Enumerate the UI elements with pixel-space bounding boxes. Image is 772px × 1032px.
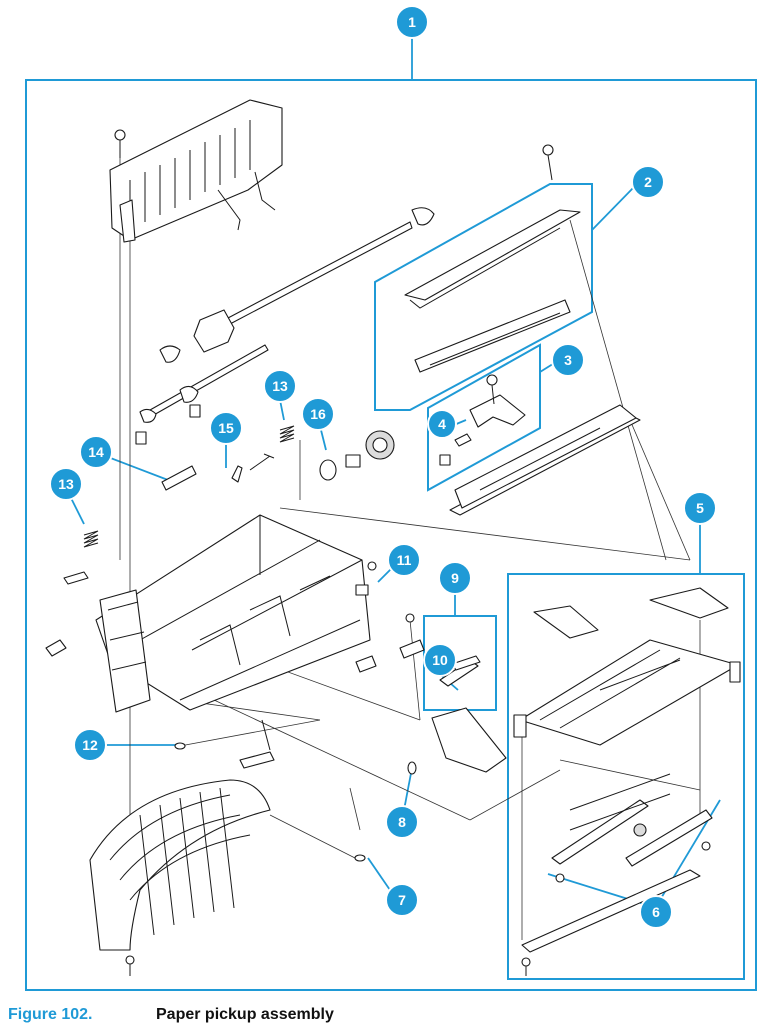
part-3-bracket [439, 374, 526, 466]
callout-6: 6 [639, 895, 673, 929]
leader-8 [403, 767, 413, 811]
part-2-group-outline [374, 183, 593, 411]
part-2-plates [404, 144, 581, 373]
figure-label: Figure 102. [8, 1006, 93, 1023]
callout-8: 8 [385, 805, 419, 839]
svg-text:12: 12 [82, 737, 98, 753]
callout-11: 11 [387, 543, 421, 577]
svg-text:11: 11 [397, 552, 412, 568]
svg-text:13: 13 [272, 378, 288, 394]
callout-1: 1 [395, 5, 429, 39]
part-5-group-outline [507, 573, 745, 980]
callout-13b: 13 [49, 467, 83, 501]
small-parts [174, 655, 507, 862]
callout-5: 5 [683, 491, 717, 525]
roller-shaft [135, 344, 269, 445]
pickup-shaft [159, 207, 435, 363]
svg-text:7: 7 [398, 892, 406, 908]
callout-10: 10 [423, 643, 457, 677]
callout-9: 9 [438, 561, 472, 595]
callout-13a: 13 [263, 369, 297, 403]
assembly-frame [25, 79, 757, 991]
leader-2 [591, 184, 637, 231]
callout-12: 12 [73, 728, 107, 762]
part-5-tray-assembly [513, 587, 741, 976]
svg-text:15: 15 [218, 420, 234, 436]
leader-13b [69, 495, 85, 525]
svg-text:3: 3 [564, 352, 572, 368]
svg-text:1: 1 [408, 14, 416, 30]
callout-7: 7 [385, 883, 419, 917]
svg-text:6: 6 [652, 904, 660, 920]
gears-and-springs [83, 425, 395, 548]
lower-guide-bar [449, 404, 641, 516]
callout-4: 4 [427, 409, 457, 439]
callout-3: 3 [551, 343, 585, 377]
assembly-guide-lines [119, 150, 701, 940]
main-chassis [95, 514, 425, 713]
figure-title: Paper pickup assembly [156, 1006, 334, 1023]
svg-text:10: 10 [432, 652, 448, 668]
leader-13a [279, 399, 285, 421]
upper-guide-assembly [109, 99, 283, 243]
callout-2: 2 [631, 165, 665, 199]
callout-14: 14 [79, 435, 113, 469]
svg-text:8: 8 [398, 814, 406, 830]
svg-text:16: 16 [310, 406, 326, 422]
svg-text:9: 9 [451, 570, 459, 586]
svg-text:4: 4 [438, 416, 446, 432]
feed-guide [89, 779, 271, 976]
part-3-group-outline [427, 343, 541, 492]
svg-text:2: 2 [644, 174, 652, 190]
svg-text:5: 5 [696, 500, 704, 516]
leader-7 [367, 857, 391, 891]
svg-text:13: 13 [58, 476, 74, 492]
small-brackets [45, 453, 275, 657]
exploded-parts-diagram: 1 2 3 4 5 6 7 8 9 10 11 12 13 13 14 15 1… [25, 5, 757, 991]
callout-16: 16 [301, 397, 335, 431]
svg-text:14: 14 [88, 444, 104, 460]
callout-15: 15 [209, 411, 243, 445]
